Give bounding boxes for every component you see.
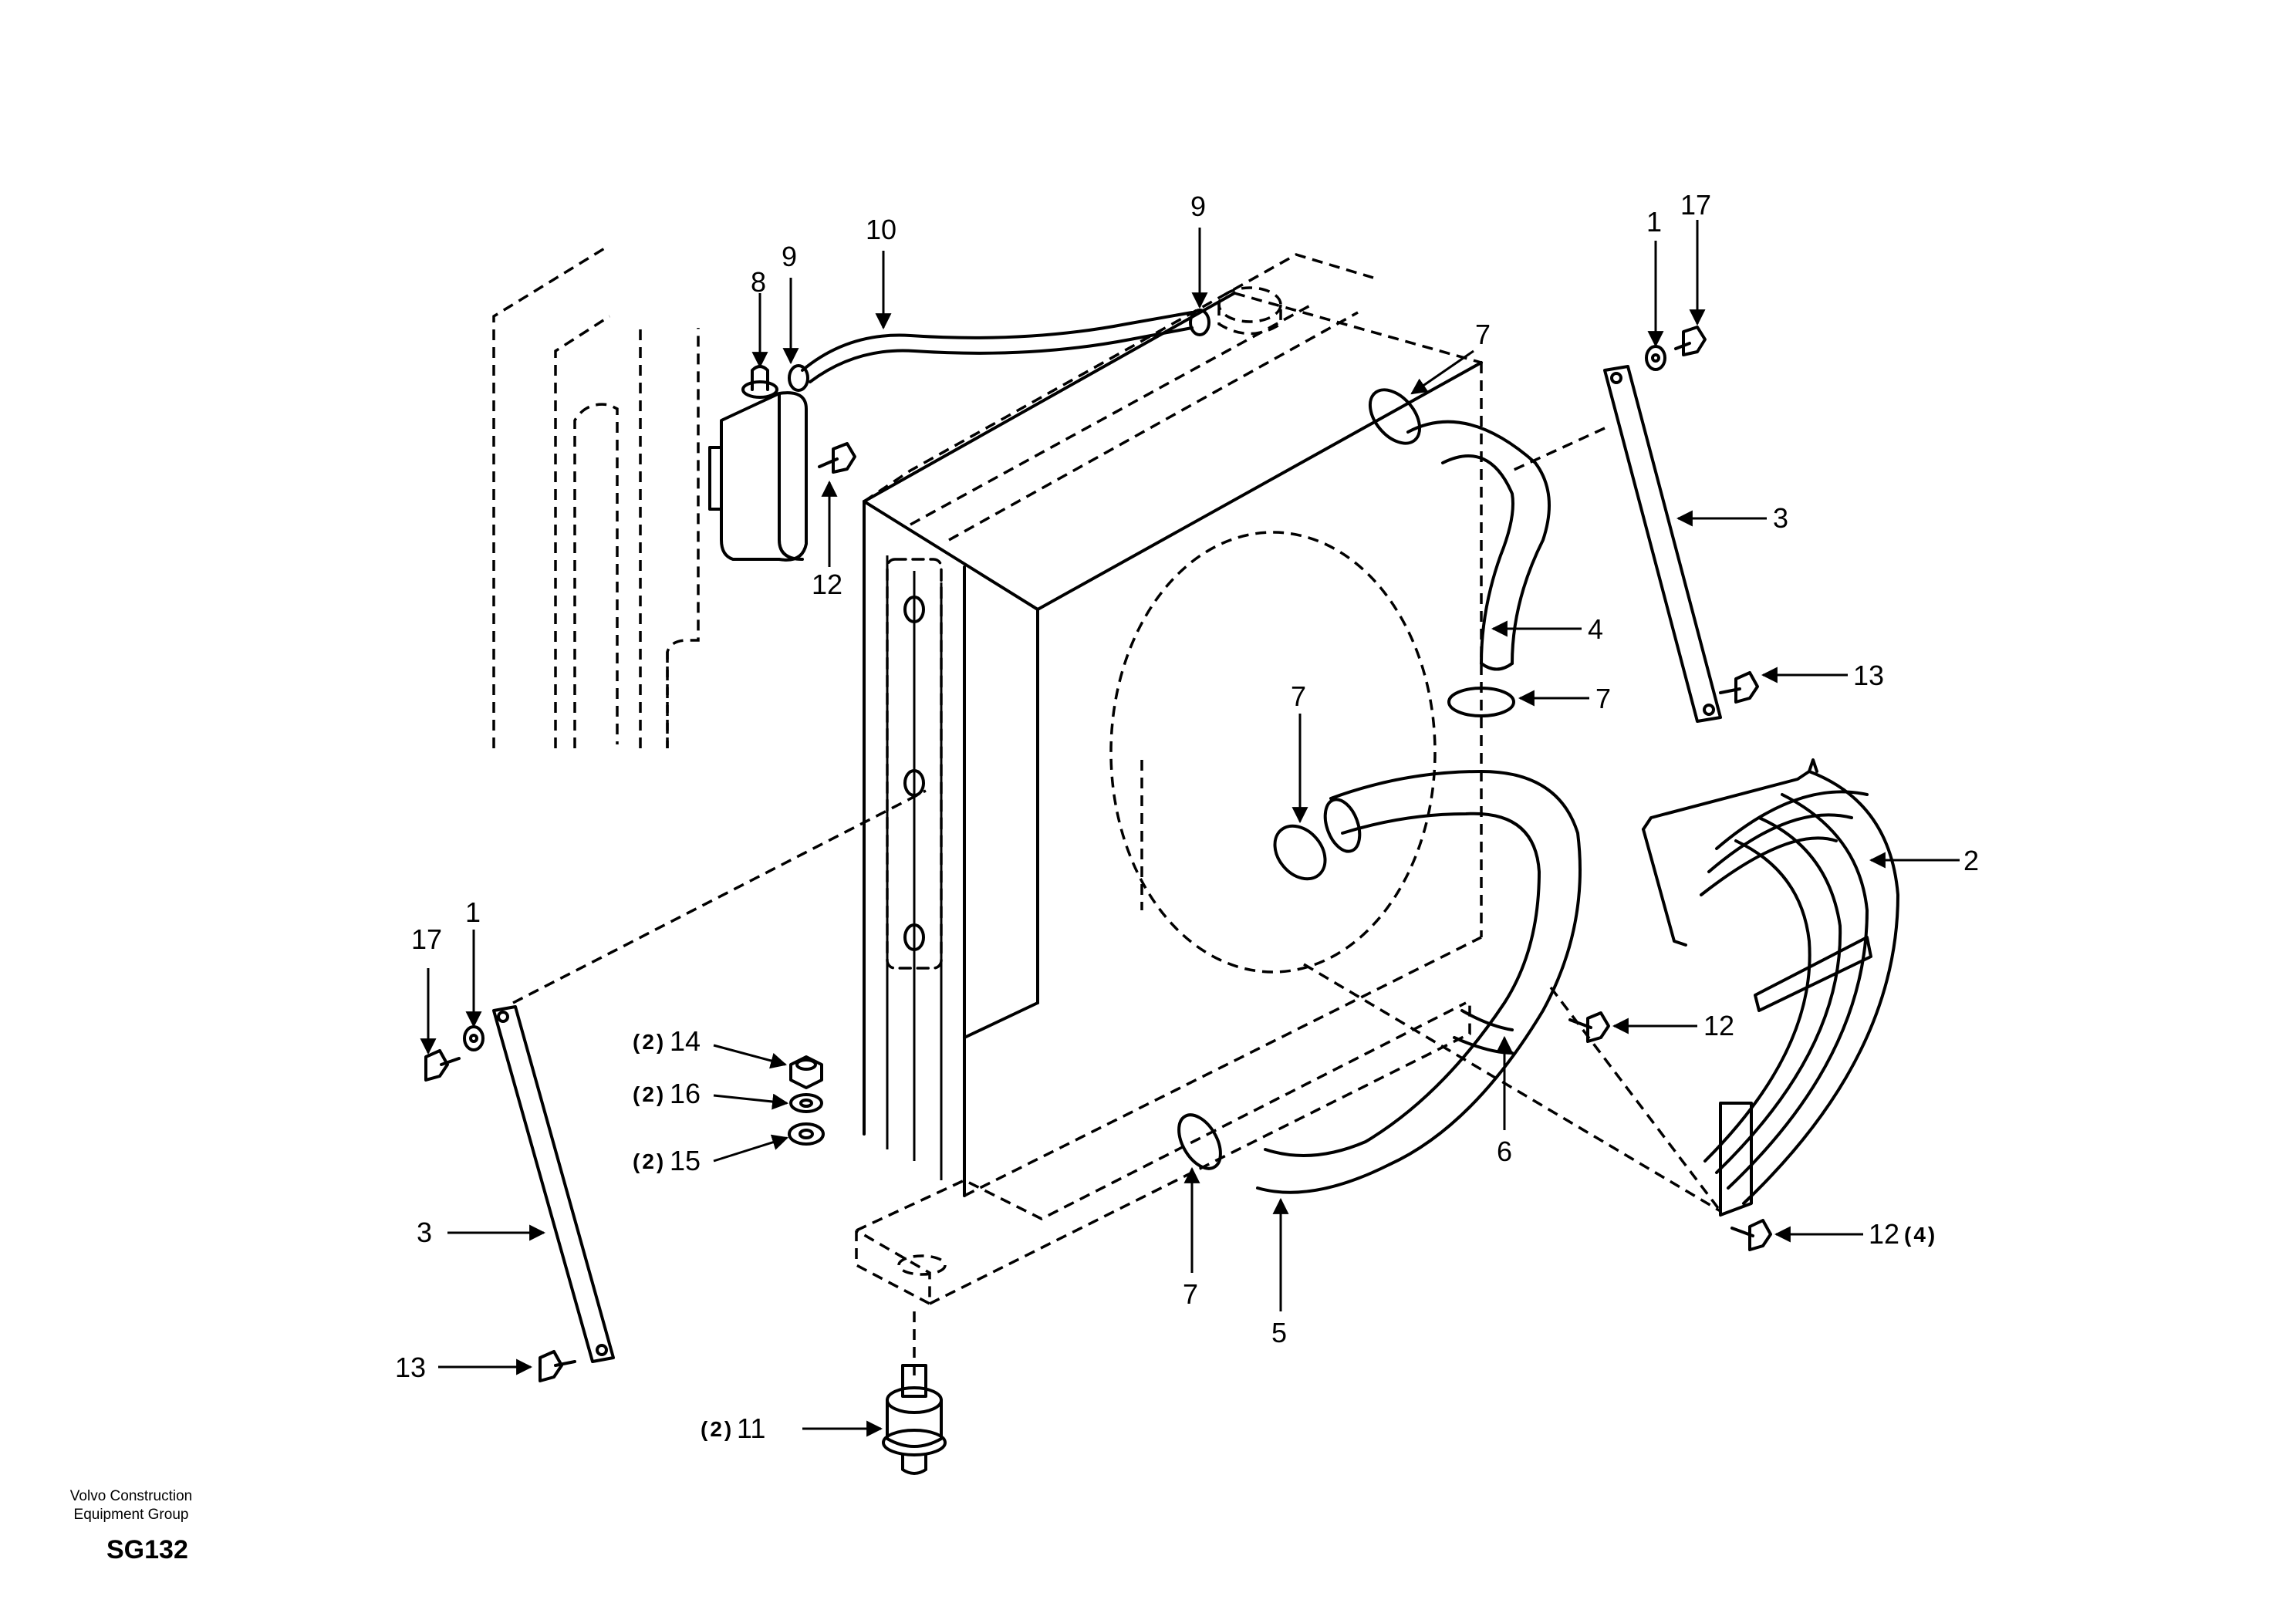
callout-11: 11	[737, 1412, 765, 1444]
callout-14: 14	[670, 1025, 701, 1057]
callout-4: 4	[1588, 613, 1603, 645]
stay-bar-left	[492, 789, 927, 1363]
callout-16-qty: (2)	[633, 1082, 666, 1106]
callout-12-tank: 12	[812, 569, 842, 600]
callout-1-left: 1	[465, 896, 481, 928]
callout-3-right: 3	[1773, 502, 1788, 534]
callout-9-right: 9	[1190, 191, 1206, 222]
callout-14-qty: (2)	[633, 1030, 666, 1054]
fan-guard	[1303, 758, 1899, 1217]
hardware-parts	[424, 326, 1772, 1475]
footer-company-line2: Equipment Group	[73, 1507, 189, 1523]
callout-8: 8	[751, 266, 766, 298]
callout-17-left: 17	[411, 923, 442, 955]
machine-frame-outline	[492, 244, 700, 748]
callout-11-qty: (2)	[701, 1417, 734, 1441]
callout-12-right: 12	[1703, 1010, 1734, 1041]
callout-12-qty4: 12	[1869, 1218, 1899, 1250]
footer-company-line1: Volvo Construction	[69, 1488, 193, 1504]
callout-7-mid: 7	[1595, 683, 1611, 714]
lower-hose	[1256, 770, 1582, 1194]
reservoir-tank	[708, 365, 808, 562]
callout-7-bottom: 7	[1183, 1278, 1198, 1310]
callout-7-top: 7	[1475, 319, 1491, 350]
callout-labels: 1 17 3 13 2 12 12 (4) 6 5 7 7 7 4 7 9 10…	[395, 189, 1979, 1444]
callout-13-right: 13	[1853, 660, 1884, 691]
hose-clamps	[1177, 388, 1515, 1170]
callout-15-qty: (2)	[633, 1149, 666, 1173]
overflow-hose	[788, 309, 1210, 392]
callout-5: 5	[1271, 1317, 1287, 1348]
callout-15: 15	[670, 1145, 701, 1176]
callout-3-left: 3	[417, 1217, 432, 1248]
callout-13-left: 13	[395, 1352, 426, 1383]
radiator-core	[855, 253, 1483, 1381]
callout-1-top: 1	[1646, 206, 1662, 238]
callout-7-left: 7	[1291, 680, 1306, 712]
callout-10: 10	[866, 214, 896, 245]
upper-hose	[1406, 420, 1551, 671]
callout-16: 16	[670, 1078, 701, 1109]
callout-17-top: 17	[1680, 189, 1711, 221]
callout-arrows	[420, 220, 1960, 1437]
callout-2: 2	[1963, 845, 1979, 876]
callout-6: 6	[1497, 1136, 1512, 1167]
callout-9-left: 9	[782, 241, 797, 272]
footer-diagram-code: SG132	[106, 1535, 188, 1564]
footer-company: Volvo Construction Equipment Group	[31, 1487, 231, 1524]
stay-bar-right	[1511, 365, 1722, 723]
callout-12-qty4-qty: (4)	[1904, 1223, 1937, 1247]
